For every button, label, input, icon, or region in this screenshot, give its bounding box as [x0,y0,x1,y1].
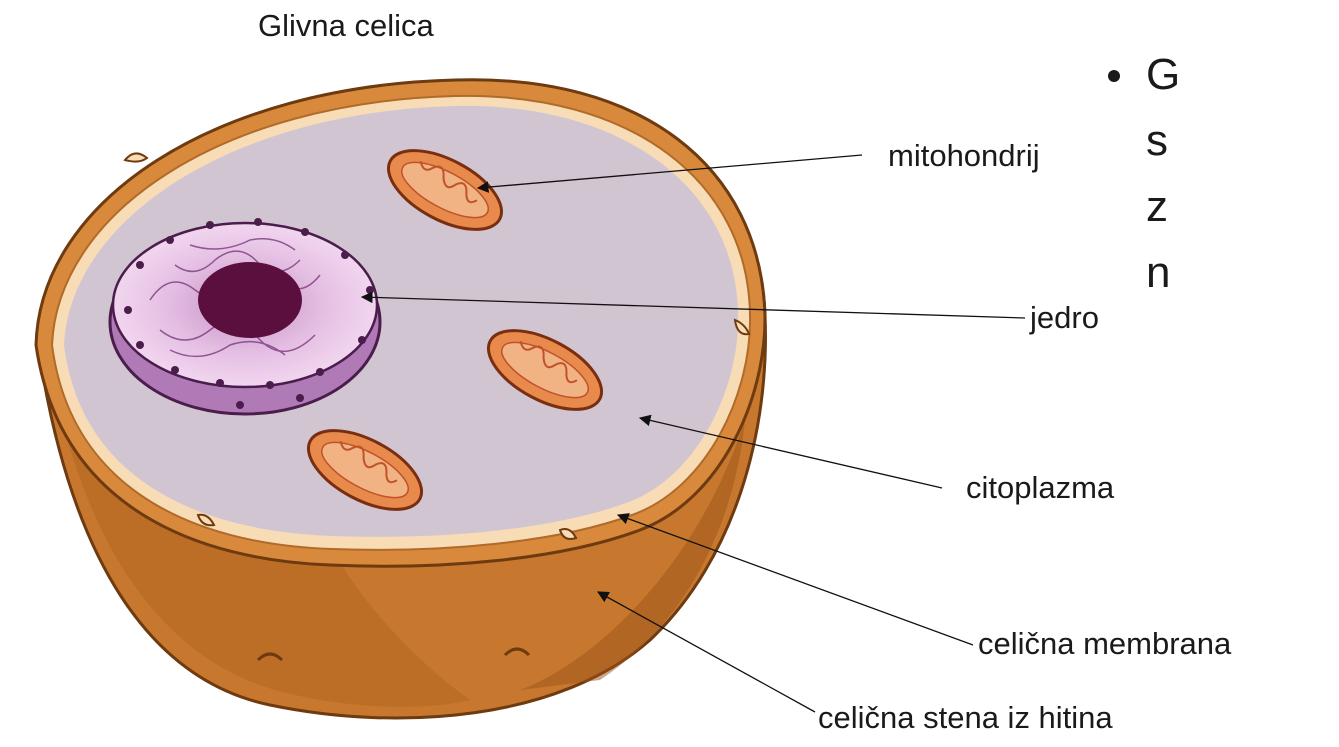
label-mitochondrion: mitohondrij [888,138,1040,174]
label-cytoplasm: citoplazma [966,470,1114,506]
bullet-line-2: s [1146,108,1168,174]
label-nucleus: jedro [1030,300,1099,336]
bullet-line-1: G [1146,42,1180,108]
bullet-dot [1108,70,1120,82]
nucleus [110,218,380,414]
bullet-line-4: n [1146,240,1170,306]
bullet-line-3: z [1146,174,1168,240]
label-cell-wall: celična stena iz hitina [818,700,1113,736]
label-cell-membrane: celična membrana [978,626,1231,662]
